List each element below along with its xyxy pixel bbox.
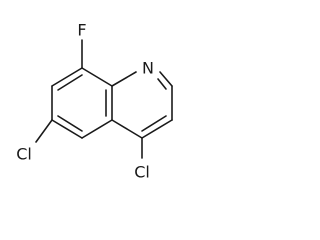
bond-c8-c8a (81, 67, 113, 87)
atom-nitrogen-label: N (142, 59, 154, 78)
double-bond-c7-c8-inner (57, 74, 83, 91)
atom-chlorine-left-label: Cl (16, 145, 32, 164)
double-bond-c3-c4-inner (141, 115, 167, 132)
bond-c4a-c5 (81, 119, 113, 139)
atom-fluorine-label: F (77, 21, 86, 40)
bond-c3-c4 (141, 119, 173, 139)
atom-chlorine-bottom-label: Cl (134, 163, 150, 182)
double-bond-c5-c6-inner (57, 115, 83, 132)
quinoline-structure-diagram: F N Cl Cl (16, 21, 173, 182)
bond-c8a-n1 (111, 71, 137, 87)
bond-c5-c6 (51, 119, 83, 139)
bond-c4-c4a (111, 119, 143, 139)
bond-c6-cl (35, 119, 53, 143)
double-bond-n1-c2-inner (157, 78, 167, 90)
bond-c7-c8 (51, 67, 83, 87)
bond-n1-c2 (159, 71, 173, 87)
